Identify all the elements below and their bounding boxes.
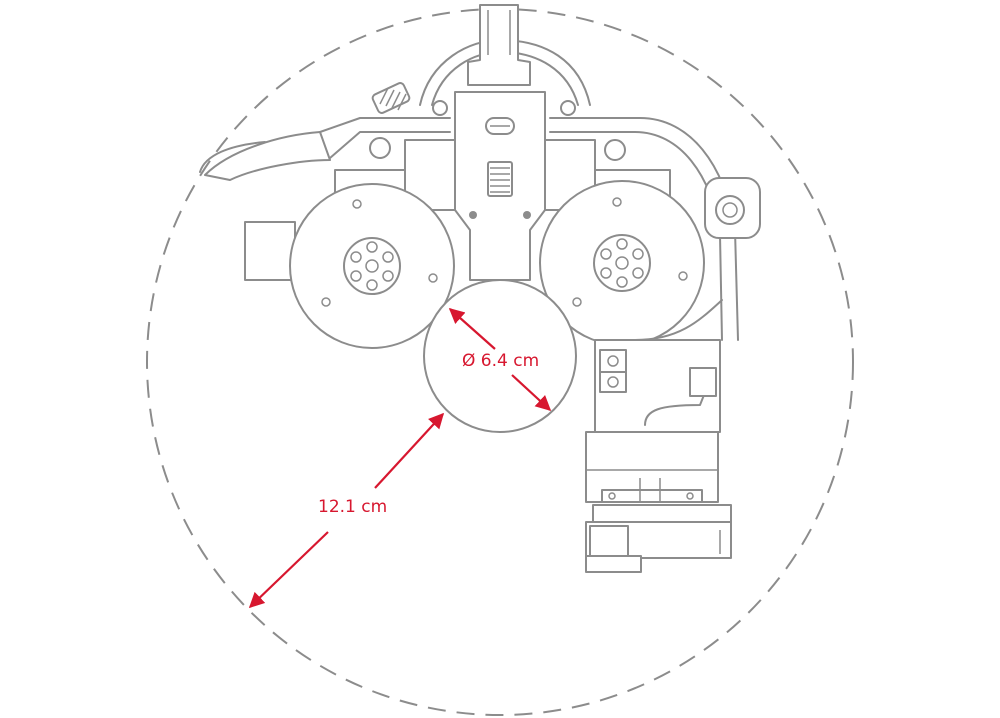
right-motor (539, 180, 705, 346)
left-motor (289, 183, 455, 349)
bottom-plate (585, 504, 732, 573)
diameter-label: Ø 6.4 cm (462, 351, 539, 371)
radius-arrow-lower (248, 531, 329, 609)
gimbal-drawing (199, 4, 761, 573)
diameter-arrow (448, 307, 496, 350)
radius-label: 12.1 cm (318, 497, 387, 517)
radius-arrow-upper (374, 412, 445, 489)
left-connector (244, 221, 296, 281)
knurled-knob (371, 82, 411, 114)
top-tab (467, 4, 531, 86)
right-knob (704, 177, 761, 239)
diameter-arrow-lower (511, 374, 552, 412)
